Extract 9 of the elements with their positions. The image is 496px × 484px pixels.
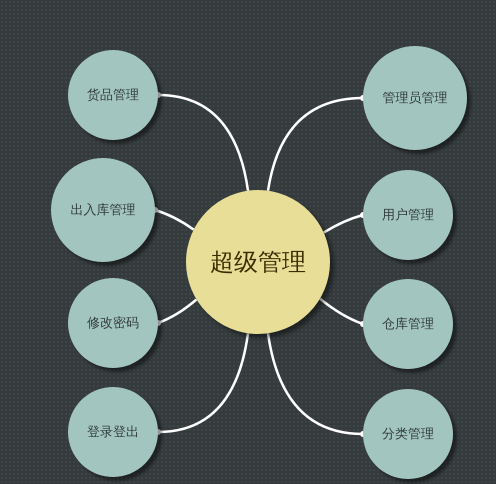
subtopic-circle: 出入库管理 [51,158,155,262]
subtopic-circle: 管理员管理 [363,46,467,150]
subtopic-circle: 货品管理 [68,50,158,140]
topic-circle: 超级管理 [186,190,330,334]
subtopic-circle: 用户管理 [363,170,453,260]
subtopic-circle: 登录登出 [68,387,158,477]
subtopic-circle: 仓库管理 [363,279,453,369]
subtopic-circle: 分类管理 [363,389,453,479]
subtopic-circle: 修改密码 [68,278,158,368]
